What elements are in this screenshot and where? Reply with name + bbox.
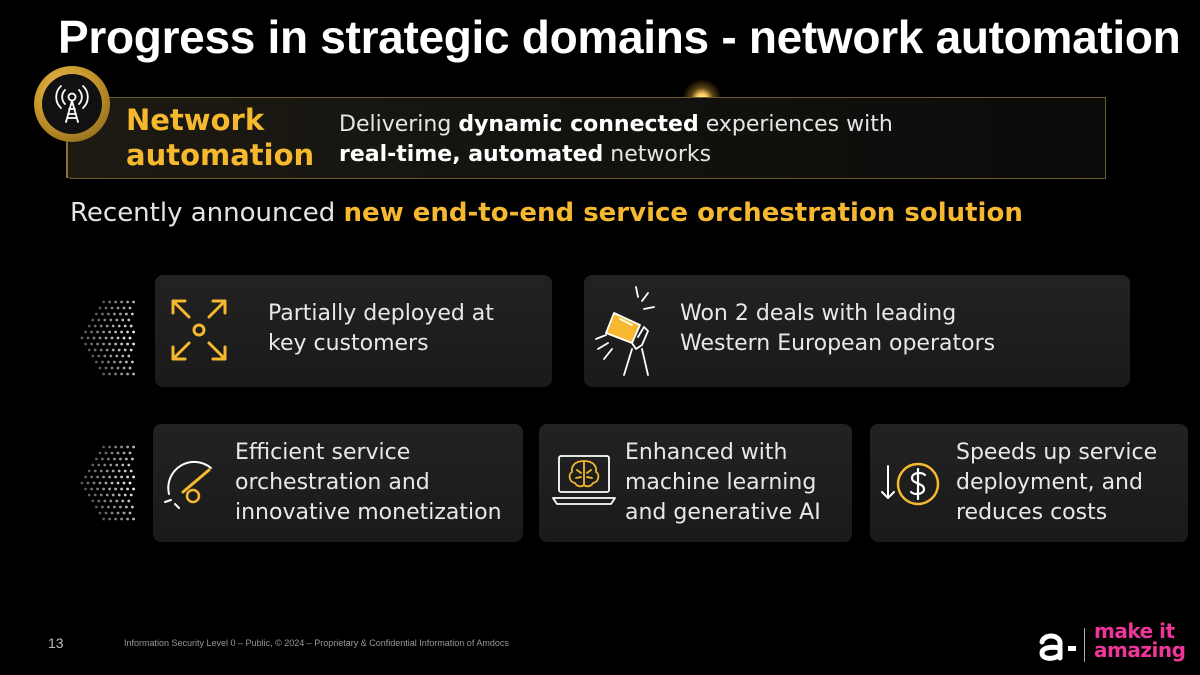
card-text-line: innovative monetization (235, 500, 502, 525)
card-speeds: Speeds up service deployment, and reduce… (870, 424, 1188, 542)
card-text-line: Western European operators (680, 331, 996, 356)
card-ml: Enhanced with machine learning and gener… (539, 424, 852, 542)
card-text-line: reduces costs (956, 500, 1108, 525)
banner-label-line2: automation (126, 138, 315, 172)
chevron-dots-icon (80, 445, 135, 521)
card-text-line: and generative AI (625, 500, 821, 525)
banner-text-bold1: dynamic connected (458, 112, 699, 137)
banner-label: Network automation (126, 103, 326, 173)
banner-text-part3: networks (603, 142, 712, 167)
amdocs-logo (1039, 633, 1076, 661)
card-text-line: Efficient service (235, 440, 411, 465)
card-text-line: Speeds up service (956, 440, 1158, 465)
card-efficient: Efficient service orchestration and inno… (153, 424, 523, 542)
page-number: 13 (48, 635, 64, 651)
banner-label-line1: Network (126, 103, 265, 137)
speedometer-icon (164, 460, 212, 509)
card-text-line: orchestration and (235, 470, 430, 495)
card-text-line: deployment, and (956, 470, 1143, 495)
banner-description: Delivering dynamic connected experiences… (339, 110, 959, 170)
footer-disclaimer: Information Security Level 0 – Public, ©… (124, 638, 509, 648)
dollar-down-icon (881, 462, 940, 506)
chevron-dots-icon (80, 300, 135, 376)
banner-text-bold2: real-time, automated (339, 142, 604, 167)
card-deals: Won 2 deals with leading Western Europea… (584, 275, 1130, 387)
brand-tagline: make it amazing (1094, 619, 1194, 662)
card-deployed: Partially deployed at key customers (155, 275, 552, 387)
card-text-line: Won 2 deals with leading (680, 301, 957, 326)
trophy-icon (595, 286, 655, 376)
brand-tagline-line1: make it (1094, 619, 1175, 643)
radio-tower-icon (34, 66, 110, 142)
card-text-line: Partially deployed at (268, 301, 494, 326)
card-text-line: key customers (268, 331, 429, 356)
banner-text-part1: Delivering (339, 112, 459, 137)
announcement-prefix: Recently announced (70, 198, 344, 228)
logo-separator (1084, 628, 1085, 662)
brand-tagline-line2: amazing (1094, 638, 1186, 662)
expand-arrows-icon (171, 299, 227, 361)
card-text-line: Enhanced with (625, 440, 788, 465)
card-text-line: machine learning (625, 470, 817, 495)
brain-laptop-icon (552, 455, 616, 505)
announcement-highlight: new end-to-end service orchestration sol… (343, 198, 1023, 228)
announcement: Recently announced new end-to-end servic… (70, 198, 1023, 228)
banner-box (66, 97, 1106, 179)
slide-title: Progress in strategic domains - network … (58, 11, 1181, 63)
banner-text-part2: experiences with (698, 112, 893, 137)
